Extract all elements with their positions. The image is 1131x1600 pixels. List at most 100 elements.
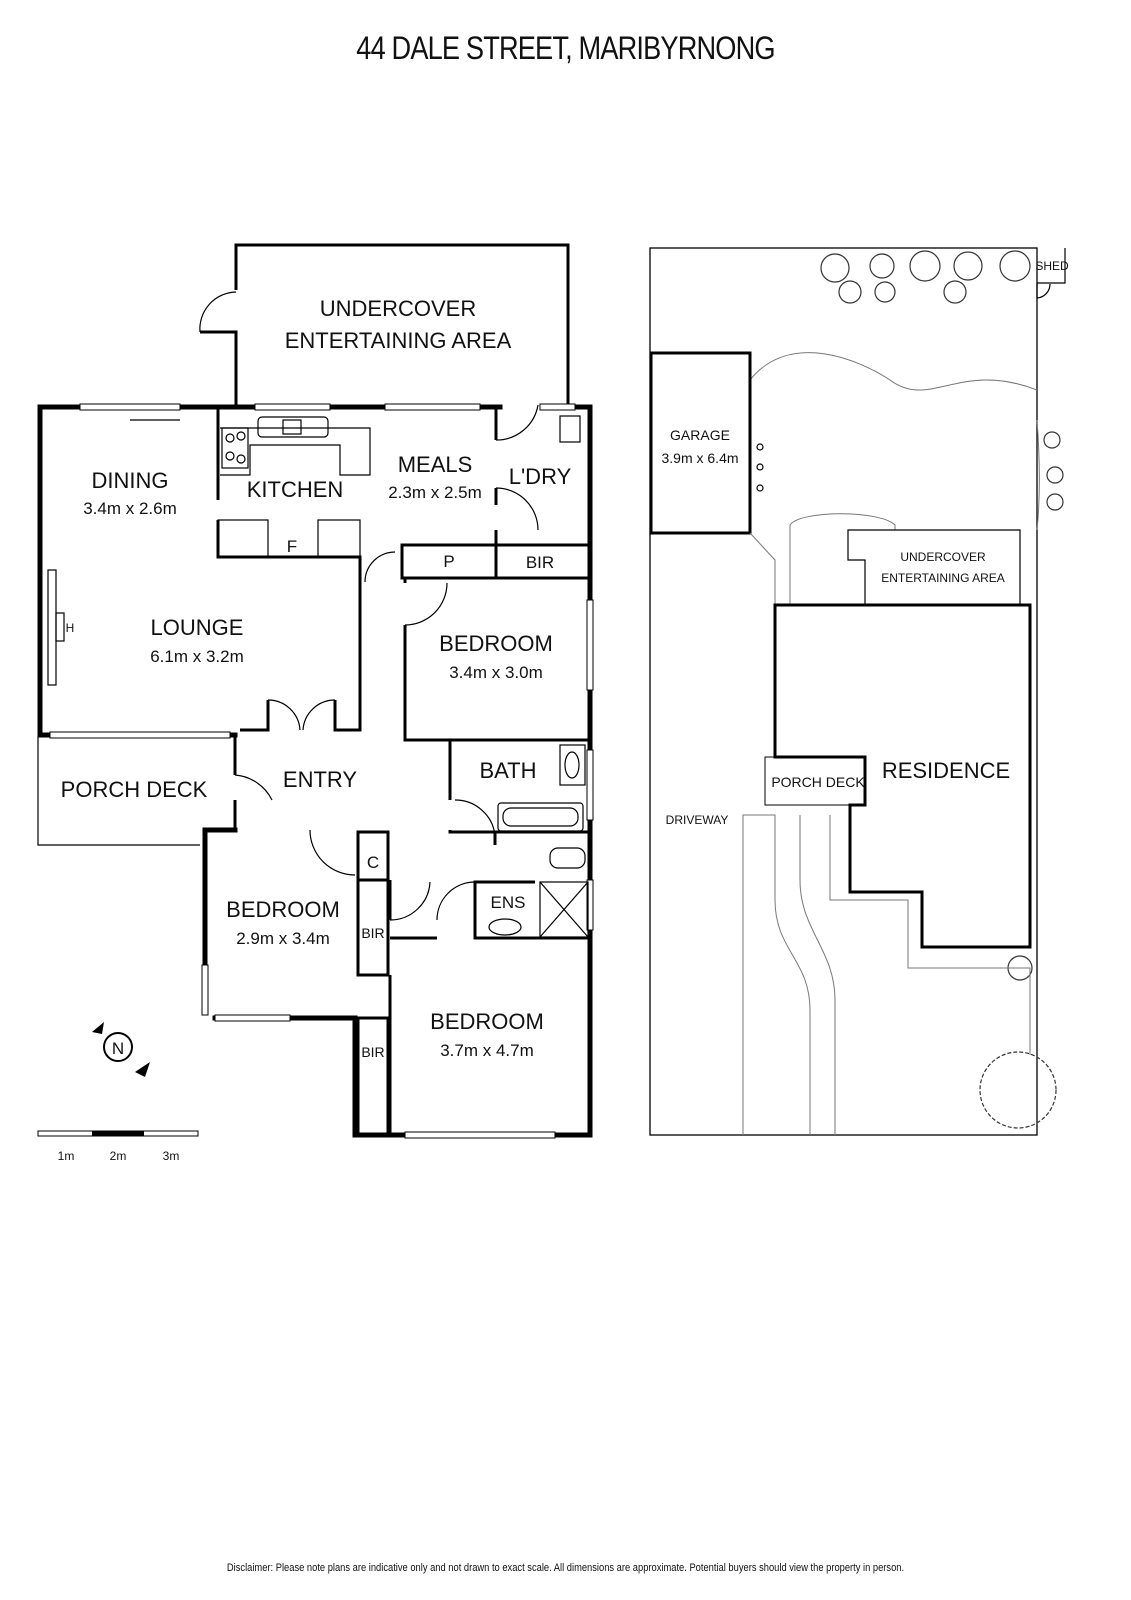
- room-label-bath: BATH: [479, 758, 536, 783]
- undercover-area: [847, 529, 1021, 605]
- room-label-bedroom: BEDROOM: [430, 1009, 544, 1034]
- disclaimer: Disclaimer: Please note plans are indica…: [226, 1562, 905, 1574]
- undercover-wall: [200, 330, 238, 405]
- svg-text:3m: 3m: [163, 1149, 180, 1163]
- bir-label: BIR: [361, 925, 384, 941]
- sink-icon: [257, 416, 329, 438]
- window: [404, 1131, 556, 1139]
- north-compass-icon: N: [92, 1022, 150, 1077]
- kitchen-bench: [317, 519, 361, 558]
- door-swing: [364, 551, 396, 583]
- interior-wall: [400, 530, 590, 580]
- room-dim-bedroom: 3.7m x 4.7m: [440, 1041, 534, 1060]
- room-label-meals: MEALS: [398, 452, 473, 477]
- window: [586, 749, 594, 821]
- kitchen-bench: [217, 519, 269, 558]
- undercover-label: UNDERCOVER: [900, 550, 986, 564]
- door-swing: [436, 881, 476, 921]
- room-label-kitchen: KITCHEN: [247, 477, 344, 502]
- site-plan: SHED GARAGE 3.9m x 6.4m UNDERCOVER ENTER…: [649, 247, 1069, 1136]
- window: [586, 879, 594, 931]
- door-swing: [495, 404, 539, 441]
- built-in-robe: [356, 878, 390, 977]
- driveway-label: DRIVEWAY: [666, 813, 729, 827]
- interior-wall: [448, 830, 590, 834]
- room-label-bedroom: BEDROOM: [226, 897, 340, 922]
- window: [49, 731, 231, 739]
- garage-dim: 3.9m x 6.4m: [661, 450, 738, 466]
- window: [586, 599, 594, 691]
- svg-text:2m: 2m: [110, 1149, 127, 1163]
- window: [384, 403, 481, 411]
- window: [201, 964, 209, 1016]
- pantry-label: P: [443, 552, 454, 571]
- room-label-dining: DINING: [92, 468, 169, 493]
- room-dim-bedroom: 3.4m x 3.0m: [449, 663, 543, 682]
- floor-plan: UNDERCOVER ENTERTAINING AREA DINING 3.4m…: [37, 243, 594, 1163]
- trees: [820, 250, 1064, 1129]
- room-label-laundry: L'DRY: [509, 464, 572, 489]
- bathtub-icon: [497, 802, 584, 832]
- porch-deck: [764, 756, 866, 806]
- vanity-icon: [559, 744, 586, 786]
- exterior-wall: [202, 827, 238, 968]
- site-boundary: [649, 247, 1038, 1136]
- room-dim-lounge: 6.1m x 3.2m: [150, 647, 244, 666]
- kitchen-bench: [220, 427, 371, 476]
- room-label-porch-deck: PORCH DECK: [61, 777, 208, 802]
- cupboard-label: C: [367, 853, 379, 872]
- heater-icon: [47, 569, 57, 686]
- bir-label: BIR: [526, 553, 554, 572]
- fridge-label: F: [287, 537, 297, 556]
- heater-unit: [55, 612, 65, 642]
- exterior-wall: [212, 1015, 408, 1138]
- basin-icon: [488, 918, 522, 936]
- garden-bed: [749, 352, 1038, 391]
- shed: [1037, 248, 1066, 284]
- undercover-wall: [234, 243, 570, 405]
- exterior-wall: [37, 404, 238, 738]
- room-dim-meals: 2.3m x 2.5m: [388, 483, 482, 502]
- page-title: 44 DALE STREET, MARIBYRNONG: [356, 30, 775, 66]
- room-dim-dining: 3.4m x 2.6m: [83, 499, 177, 518]
- driveway: [742, 814, 811, 1135]
- door-swing: [234, 774, 273, 801]
- svg-text:N: N: [112, 1039, 124, 1058]
- double-door-swing: [267, 699, 336, 731]
- interior-wall: [240, 700, 270, 732]
- porch-deck-outline: [37, 737, 200, 846]
- room-label-entry: ENTRY: [283, 767, 357, 792]
- door-swing: [199, 291, 237, 333]
- door-swing: [389, 881, 431, 921]
- shower-icon: [539, 881, 589, 938]
- sink-bowl: [282, 419, 302, 435]
- residence-label: RESIDENCE: [882, 758, 1010, 783]
- garage: [649, 351, 752, 535]
- toilet-icon: [549, 847, 586, 869]
- room-label-undercover: UNDERCOVER: [320, 296, 476, 321]
- window: [214, 1014, 291, 1022]
- trough-icon: [559, 415, 581, 443]
- room-dim-bedroom: 2.9m x 3.4m: [236, 929, 330, 948]
- door-swing: [454, 799, 496, 836]
- built-in-robe: [356, 1016, 390, 1137]
- garage-label: GARAGE: [670, 427, 730, 443]
- shed-label: SHED: [1035, 259, 1069, 273]
- door-swing: [404, 582, 448, 626]
- heater-label: H: [66, 621, 75, 635]
- interior-wall: [473, 880, 590, 940]
- cooktop-icon: [221, 427, 249, 469]
- room-label-undercover: ENTERTAINING AREA: [285, 328, 512, 353]
- door-swing: [309, 829, 356, 876]
- room-label-bedroom: BEDROOM: [439, 631, 553, 656]
- window: [254, 403, 331, 411]
- undercover-label: ENTERTAINING AREA: [881, 571, 1005, 585]
- svg-text:1m: 1m: [58, 1149, 75, 1163]
- porch-deck-label: PORCH DECK: [771, 774, 865, 790]
- room-label-ensuite: ENS: [491, 893, 526, 912]
- scale-bar: 1m 2m 3m: [37, 1130, 199, 1163]
- door-swing: [495, 487, 539, 531]
- interior-wall: [403, 625, 590, 742]
- room-label-lounge: LOUNGE: [151, 615, 244, 640]
